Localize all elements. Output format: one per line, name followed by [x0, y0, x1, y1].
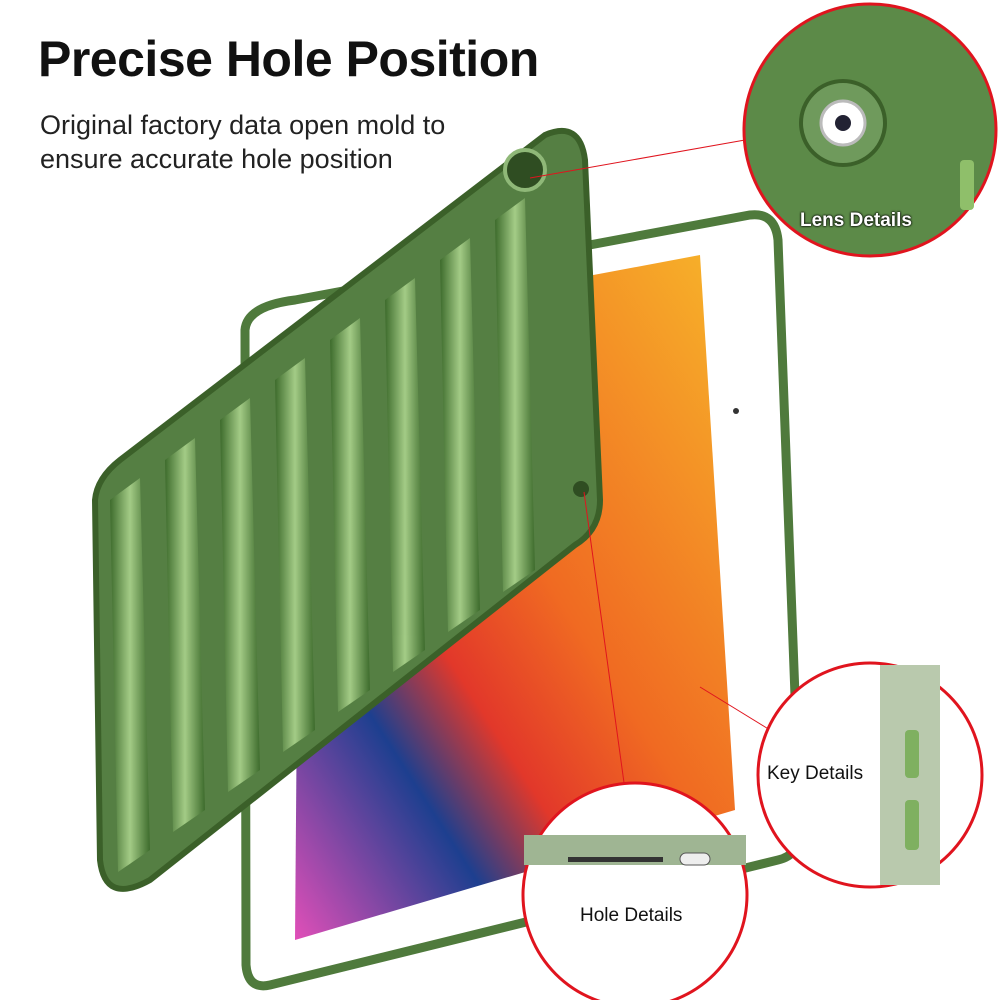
- page-title: Precise Hole Position: [38, 31, 539, 87]
- subtitle-line-1: Original factory data open mold to: [40, 110, 446, 140]
- subtitle-line-2: ensure accurate hole position: [40, 144, 393, 174]
- lens-details-label: Lens Details: [800, 210, 912, 231]
- key-detail-circle: [756, 661, 984, 889]
- key-details-label: Key Details: [767, 763, 864, 784]
- hole-details-label: Hole Details: [580, 905, 683, 926]
- green-case-back: [91, 128, 604, 892]
- hole-detail-circle: [521, 781, 749, 1000]
- callout-lines: [529, 139, 771, 791]
- subtitle: Original factory data open mold to ensur…: [40, 108, 445, 176]
- lens-detail-circle: [742, 2, 998, 258]
